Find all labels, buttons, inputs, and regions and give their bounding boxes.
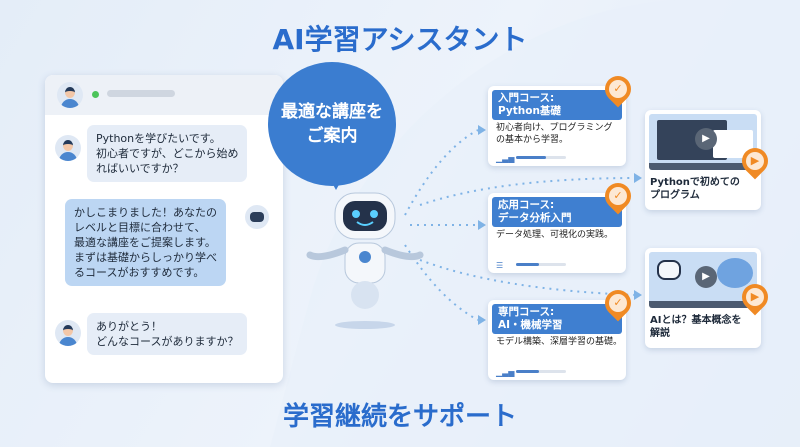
play-icon[interactable]: ▶ (695, 128, 717, 150)
bot-avatar (245, 205, 269, 229)
course-title: 入門コース: Python基礎 (492, 90, 622, 120)
chat-window: Pythonを学びたいです。 初心者ですが、どこから始め ればいいですか？ かし… (45, 75, 283, 383)
robot-illustration (306, 192, 424, 329)
page-title: AI学習アシスタント (272, 23, 528, 56)
video-controls[interactable] (649, 163, 757, 170)
speech-bubble: 最適な講座を ご案内 (268, 62, 396, 190)
chat-header (45, 75, 283, 115)
user-avatar (55, 320, 81, 346)
user-message: ありがとう！ どんなコースがありますか？ (87, 313, 248, 355)
video-thumbnail: ▶ (649, 114, 757, 170)
video-thumbnail: ▶ (649, 252, 757, 308)
user-avatar (55, 135, 81, 161)
progress-bar (516, 156, 566, 159)
video-controls[interactable] (649, 301, 757, 308)
play-icon[interactable]: ▶ (695, 266, 717, 288)
online-status-icon (92, 91, 99, 98)
course-description: データ処理、可視化の実践。 (496, 230, 614, 240)
course-card-advanced[interactable]: 専門コース: AI・機械学習 モデル構築、深層学習の基礎。 ▁▃▅ (488, 300, 626, 380)
course-title: 応用コース: データ分析入門 (492, 197, 622, 227)
bot-message: かしこまりました！あなたの レベルと目標に合わせて、 最適な講座をご提案します。… (65, 199, 226, 286)
video-card-ai[interactable]: ▶ AIとは？基本概念を 解説 (645, 248, 761, 348)
chat-title-placeholder (107, 90, 175, 97)
course-description: モデル構築、深層学習の基礎。 (496, 337, 623, 347)
video-title: AIとは？基本概念を 解説 (650, 315, 742, 339)
progress-bar (516, 263, 566, 266)
bar-chart-icon: ▁▃▅ (496, 154, 515, 163)
bar-chart-icon: ▁▃▅ (496, 368, 515, 377)
video-title: Pythonで初めての プログラム (650, 177, 740, 201)
course-description: 初心者向け、プログラミング の基本から学習。 (496, 123, 613, 145)
course-title: 専門コース: AI・機械学習 (492, 304, 622, 334)
course-card-applied[interactable]: 応用コース: データ分析入門 データ処理、可視化の実践。 ☰ (488, 193, 626, 273)
user-message: Pythonを学びたいです。 初心者ですが、どこから始め ればいいですか？ (87, 125, 248, 182)
progress-bar (516, 370, 566, 373)
list-icon: ☰ (496, 261, 504, 270)
course-card-beginner[interactable]: 入門コース: Python基礎 初心者向け、プログラミング の基本から学習。 ▁… (488, 86, 626, 166)
user-avatar (57, 82, 83, 108)
footer-title: 学習継続をサポート (282, 402, 517, 432)
